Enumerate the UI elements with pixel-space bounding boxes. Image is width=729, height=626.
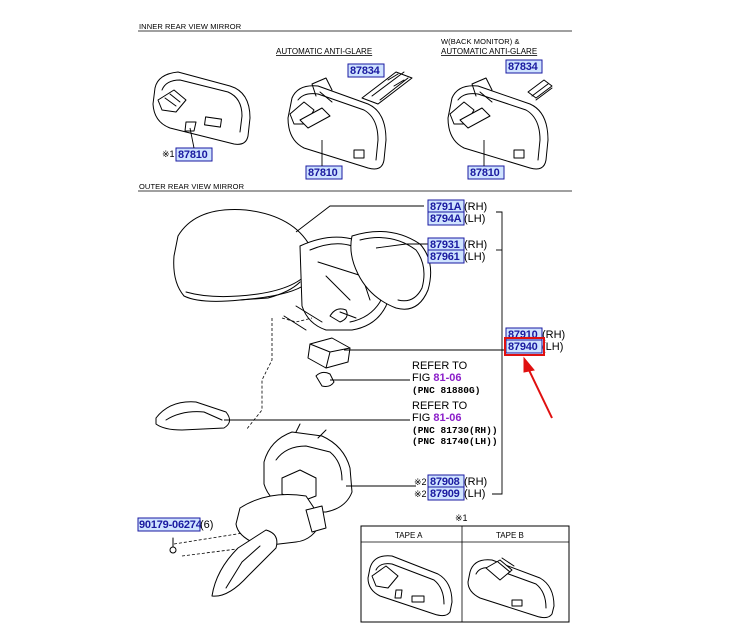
svg-text:8791A: 8791A <box>430 201 462 213</box>
svg-text:FIG 81-06: FIG 81-06 <box>412 412 462 424</box>
svg-text:(RH): (RH) <box>542 329 565 341</box>
inset-tape-b-label: TAPE B <box>496 531 524 540</box>
mirror-base <box>211 494 327 597</box>
svg-text:(LH): (LH) <box>464 251 485 263</box>
svg-text:REFER TO: REFER TO <box>412 400 468 412</box>
svg-text:(PNC 81880G): (PNC 81880G) <box>412 385 480 396</box>
puddle-lamp <box>307 337 351 369</box>
assembly-bracket <box>492 211 503 495</box>
inset-note: ※1 <box>455 513 468 523</box>
part-8791A[interactable]: 8791A (RH) <box>427 199 487 214</box>
part-87961[interactable]: 87961 (LH) <box>427 249 485 264</box>
side-turn-lamp <box>155 401 230 431</box>
svg-text:(RH): (RH) <box>464 476 487 488</box>
dash-assembly-3 <box>173 529 277 557</box>
svg-text:87961: 87961 <box>430 251 460 263</box>
svg-text:87810: 87810 <box>308 167 338 179</box>
svg-text:(LH): (LH) <box>542 341 563 353</box>
leader-glass <box>375 243 428 249</box>
part-87931[interactable]: 87931 (RH) <box>427 237 487 252</box>
refer-to-bulb: REFER TO FIG 81-06 (PNC 81880G) <box>412 360 480 396</box>
svg-text:8794A: 8794A <box>430 213 462 225</box>
svg-text:87834: 87834 <box>350 65 381 77</box>
svg-text:(6): (6) <box>200 519 213 531</box>
svg-text:87810: 87810 <box>178 149 208 161</box>
section-title-inner: INNER REAR VIEW MIRROR <box>139 22 242 31</box>
part-90179-06274[interactable]: 90179-06274 (6) <box>137 517 213 532</box>
leader-87810-a <box>189 127 195 149</box>
refer-to-side-lamp: REFER TO FIG 81-06 (PNC 81730(RH)) (PNC … <box>412 400 498 447</box>
section-title-outer: OUTER REAR VIEW MIRROR <box>139 182 245 191</box>
variant-label-auto-antiglare: AUTOMATIC ANTI-GLARE <box>276 47 372 56</box>
svg-text:(LH): (LH) <box>464 488 485 500</box>
part-87940[interactable]: 87940 (LH) <box>505 339 563 354</box>
svg-text:87940: 87940 <box>508 341 538 353</box>
dash-assembly-2 <box>281 317 313 323</box>
svg-text:90179-06274: 90179-06274 <box>139 519 203 531</box>
variant-label-back-monitor-1: W(BACK MONITOR) & <box>441 37 520 46</box>
svg-text:FIG 81-06: FIG 81-06 <box>412 372 462 384</box>
part-87910[interactable]: 87910 (RH) <box>505 327 565 342</box>
inset-tape-a-label: TAPE A <box>395 531 423 540</box>
svg-text:(PNC 81730(RH)): (PNC 81730(RH)) <box>412 425 498 436</box>
svg-text:(PNC 81740(LH)): (PNC 81740(LH)) <box>412 436 498 447</box>
svg-text:87910: 87910 <box>508 329 538 341</box>
svg-text:※2: ※2 <box>414 477 427 487</box>
svg-text:(RH): (RH) <box>464 239 487 251</box>
red-arrow-icon <box>523 356 553 419</box>
svg-text:(RH): (RH) <box>464 201 487 213</box>
inset-mirror-tape-b <box>467 557 555 619</box>
part-87908[interactable]: ※2 87908 (RH) <box>414 474 487 489</box>
outer-mirror-cover <box>173 209 315 302</box>
figure-link-81-06-a: 81-06 <box>433 372 461 384</box>
figure-link-81-06-b: 81-06 <box>433 412 461 424</box>
svg-text:※1: ※1 <box>162 149 175 159</box>
bolt-90179 <box>169 537 177 554</box>
svg-text:87908: 87908 <box>430 476 460 488</box>
variant-label-back-monitor-2: AUTOMATIC ANTI-GLARE <box>441 47 537 56</box>
svg-text:87810: 87810 <box>470 167 500 179</box>
part-8794A[interactable]: 8794A (LH) <box>427 211 485 226</box>
svg-text:87834: 87834 <box>508 61 539 73</box>
lamp-bulb <box>315 371 335 387</box>
svg-text:※2: ※2 <box>414 489 427 499</box>
inner-mirror-basic <box>152 71 251 145</box>
part-87810-c[interactable]: 87810 <box>467 165 505 180</box>
svg-text:(LH): (LH) <box>464 213 485 225</box>
leader-cover <box>295 205 424 233</box>
highlight-box-87940 <box>504 337 545 356</box>
dash-assembly-1 <box>245 318 273 431</box>
svg-text:87909: 87909 <box>430 488 460 500</box>
part-87834-a[interactable]: 87834 <box>347 63 385 78</box>
part-87909[interactable]: ※2 87909 (LH) <box>414 486 485 501</box>
inner-mirror-back-monitor <box>447 77 553 170</box>
inner-mirror-auto-antiglare <box>287 71 413 170</box>
part-87810-b[interactable]: 87810 <box>305 165 343 180</box>
part-87810-a[interactable]: ※1 87810 <box>162 147 213 162</box>
outer-mirror-glass <box>350 231 432 310</box>
part-87834-b[interactable]: 87834 <box>505 59 543 74</box>
inset-mirror-tape-a <box>367 555 453 617</box>
svg-text:87931: 87931 <box>430 239 460 251</box>
svg-text:REFER TO: REFER TO <box>412 360 468 372</box>
